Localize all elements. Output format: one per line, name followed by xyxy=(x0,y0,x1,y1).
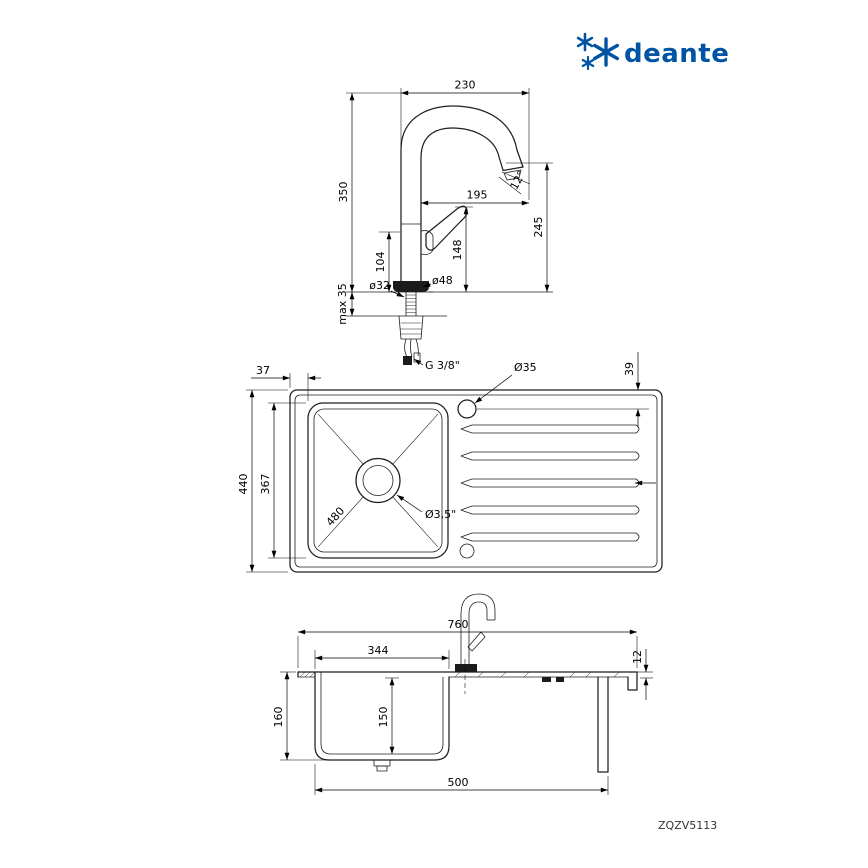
threaded-shank xyxy=(405,292,417,316)
dim-230: 230 xyxy=(455,79,476,92)
dim-500: 500 xyxy=(448,776,469,789)
drain-fitting xyxy=(373,759,391,767)
sink-outer-edge xyxy=(289,389,663,573)
mounting-nut xyxy=(398,315,424,340)
drain-inner-circle xyxy=(362,465,394,496)
mounting-base xyxy=(393,281,429,292)
spout-tip-face xyxy=(502,166,524,172)
section-faucet-sketch xyxy=(455,593,496,694)
support-leg xyxy=(597,676,609,773)
countertop-section xyxy=(346,291,553,317)
dim-o32: ø32 xyxy=(369,279,390,292)
faucet-spout-inner xyxy=(420,127,504,282)
dim-344: 344 xyxy=(368,644,389,657)
dim-drain-3-5: Ø3,5" xyxy=(425,508,456,521)
dim-104: 104 xyxy=(374,252,387,273)
fixing-clip xyxy=(556,677,564,682)
tap-hole xyxy=(457,399,477,419)
model-number: ZQZV5113 xyxy=(658,819,717,832)
section-hatching xyxy=(299,671,620,678)
dim-160: 160 xyxy=(272,707,285,728)
section-right-edge xyxy=(627,671,638,691)
dim-367: 367 xyxy=(259,474,272,495)
cartridge-housing xyxy=(420,230,434,255)
dim-37: 37 xyxy=(256,364,270,377)
bowl-inner-edge xyxy=(313,408,443,553)
dim-39: 39 xyxy=(623,362,636,376)
spout-aerator xyxy=(503,169,522,181)
dim-350: 350 xyxy=(337,182,350,203)
faucet-spout-outer xyxy=(400,105,524,282)
dim-440: 440 xyxy=(237,474,250,495)
fixing-clip xyxy=(542,677,551,682)
bowl-outer-edge xyxy=(307,402,449,559)
dim-195: 195 xyxy=(467,189,488,202)
drainboard-grooves xyxy=(460,424,640,542)
dim-o48: ø48 xyxy=(432,274,453,287)
section-faucet-handle xyxy=(467,631,486,652)
brand-name: deante xyxy=(624,39,729,69)
dim-245: 245 xyxy=(532,217,545,238)
sink-inner-rim xyxy=(294,394,658,568)
overflow-hole xyxy=(459,543,475,559)
dim-760: 760 xyxy=(448,618,469,631)
dim-12: 12 xyxy=(631,650,644,664)
dim-max-35: max 35 xyxy=(336,283,349,324)
dim-148: 148 xyxy=(451,240,464,261)
faucet-dimension-drawing: 230 350 max 35 195 104 148 245 12° ø32 ø… xyxy=(336,79,553,372)
dim-thread-g38: G 3/8" xyxy=(425,359,460,372)
dim-150: 150 xyxy=(377,707,390,728)
drain-outer-circle xyxy=(355,457,401,504)
sink-section-drawing: 760 344 12 160 150 500 xyxy=(272,593,653,795)
dim-o35: Ø35 xyxy=(514,361,537,374)
deante-logo: deante xyxy=(576,32,729,71)
dim-480: 480 xyxy=(324,505,348,529)
sink-top-view-drawing: 37 Ø35 39 440 367 480 Ø3,5" xyxy=(237,352,663,573)
bowl-inner-wall xyxy=(320,672,444,755)
deante-logo-icon xyxy=(576,32,619,71)
